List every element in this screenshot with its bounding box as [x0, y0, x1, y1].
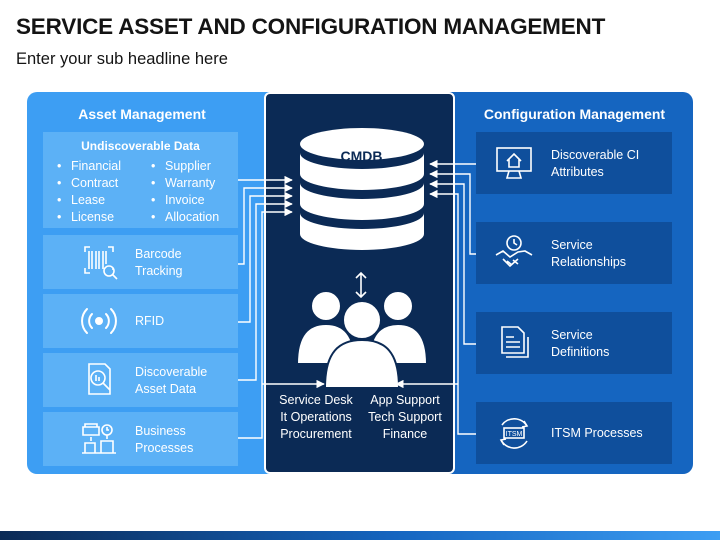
- list-item: License: [57, 209, 121, 226]
- discoverable-label-1: Discoverable: [135, 365, 208, 379]
- discoverable-asset-data-box: Discoverable Asset Data: [43, 353, 238, 407]
- team-item: App Support: [370, 393, 440, 407]
- team-item: Procurement: [280, 427, 352, 441]
- configuration-management-heading: Configuration Management: [483, 106, 666, 122]
- double-arrow-icon: [355, 271, 367, 299]
- asset-management-heading: Asset Management: [78, 106, 206, 122]
- barcode-scan-icon: [84, 246, 118, 280]
- discoverable-ci-label-1: Discoverable CI: [551, 148, 640, 162]
- people-group-icon: [295, 290, 429, 389]
- service-relationships-label-2: Relationships: [551, 255, 627, 269]
- team-item: Service Desk: [279, 393, 353, 407]
- list-item: Financial: [57, 158, 121, 175]
- documents-icon: [501, 326, 529, 358]
- itsm-processes-box: ITSM ITSM Processes: [476, 402, 672, 464]
- undiscoverable-data-box: Undiscoverable Data Financial Contract L…: [43, 132, 238, 228]
- list-item: Allocation: [151, 209, 219, 226]
- business-label-1: Business: [135, 424, 186, 438]
- barcode-label-1: Barcode: [135, 247, 182, 261]
- footer-bar: [0, 531, 720, 540]
- discoverable-label-2: Asset Data: [135, 382, 197, 396]
- team-list-left: Service Desk It Operations Procurement: [274, 392, 358, 443]
- undiscoverable-list-right: Supplier Warranty Invoice Allocation: [151, 158, 219, 226]
- itsm-cycle-icon: ITSM: [499, 417, 529, 449]
- cmdb-panel: CMDB Service Desk It Operations Procurem…: [264, 92, 455, 474]
- rfid-label: RFID: [135, 314, 165, 328]
- barcode-label-2: Tracking: [135, 264, 183, 278]
- monitor-home-icon: [496, 147, 532, 179]
- handshake-clock-icon: [495, 235, 533, 268]
- service-definitions-label-1: Service: [551, 328, 593, 342]
- itsm-processes-label: ITSM Processes: [551, 426, 643, 440]
- business-label-2: Processes: [135, 441, 194, 455]
- asset-management-panel: Asset Management Undiscoverable Data Fin…: [27, 92, 289, 474]
- list-item: Warranty: [151, 175, 219, 192]
- business-processes-box: Business Processes: [43, 412, 238, 466]
- discoverable-ci-box: Discoverable CI Attributes: [476, 132, 672, 194]
- barcode-tracking-box: Barcode Tracking: [43, 235, 238, 289]
- team-item: Tech Support: [368, 410, 442, 424]
- page-subtitle: Enter your sub headline here: [16, 50, 228, 68]
- service-relationships-label-1: Service: [551, 238, 593, 252]
- team-item: Finance: [382, 427, 428, 441]
- service-definitions-label-2: Definitions: [551, 345, 610, 359]
- list-item: Supplier: [151, 158, 219, 175]
- team-list-right: App Support Tech Support Finance: [362, 392, 448, 443]
- search-data-icon: [88, 363, 111, 395]
- business-process-icon: [82, 423, 116, 454]
- rfid-box: RFID: [43, 294, 238, 348]
- undiscoverable-data-title: Undiscoverable Data: [81, 139, 200, 153]
- undiscoverable-list-left: Financial Contract Lease License: [57, 158, 121, 226]
- service-definitions-box: Service Definitions: [476, 312, 672, 374]
- list-item: Invoice: [151, 192, 219, 209]
- service-relationships-box: Service Relationships: [476, 222, 672, 284]
- svg-text:ITSM: ITSM: [506, 431, 523, 438]
- database-icon: [300, 128, 424, 250]
- team-item: It Operations: [280, 410, 352, 424]
- list-item: Lease: [57, 192, 121, 209]
- list-item: Contract: [57, 175, 121, 192]
- page-title: SERVICE ASSET AND CONFIGURATION MANAGEME…: [16, 14, 606, 39]
- discoverable-ci-label-2: Attributes: [551, 165, 604, 179]
- cmdb-label: CMDB: [340, 148, 383, 164]
- configuration-management-panel: Configuration Management Discoverable CI…: [432, 92, 693, 474]
- rfid-icon: [81, 308, 117, 334]
